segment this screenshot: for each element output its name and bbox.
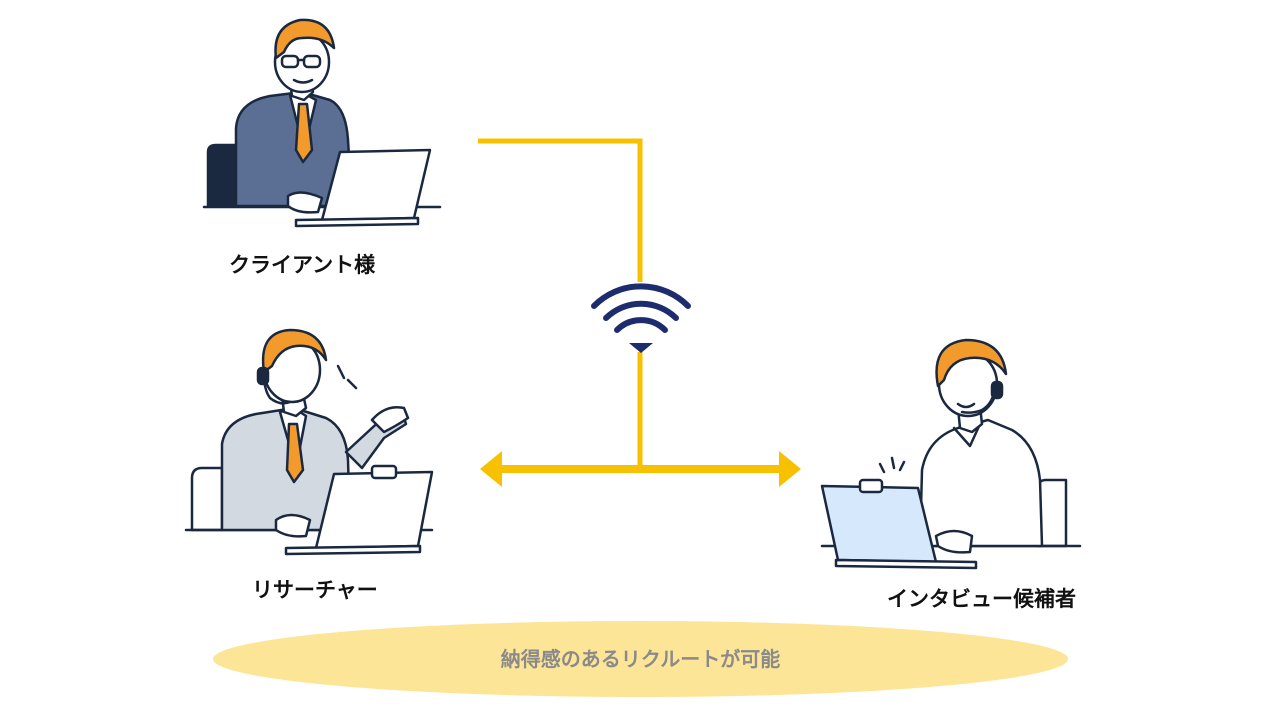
researcher-label: リサーチャー (252, 578, 378, 602)
candidate-label: インタビュー候補者 (887, 587, 1076, 611)
arrow-head-left-icon (480, 451, 502, 487)
client-label: クライアント様 (229, 253, 376, 277)
client-connector-line (478, 138, 643, 469)
wifi-icon (591, 282, 691, 353)
researcher-illustration (184, 328, 434, 556)
connector-lines (478, 138, 801, 487)
client-illustration (202, 18, 442, 228)
footer-ellipse (213, 621, 1068, 697)
candidate-illustration (820, 338, 1082, 570)
arrow-head-right-icon (779, 451, 801, 487)
footer-caption: 納得感のあるリクルートが可能 (500, 647, 781, 671)
